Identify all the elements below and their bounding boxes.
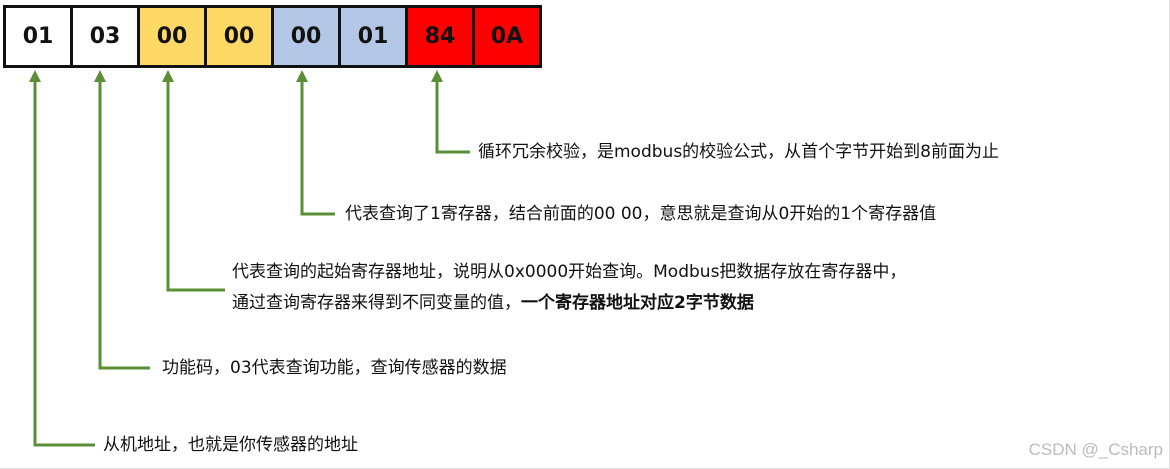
annotation-crc: 循环冗余校验，是modbus的校验公式，从首个字节开始到8前面为止 [478, 142, 999, 162]
annotation-function-code: 功能码，03代表查询功能，查询传感器的数据 [162, 358, 507, 378]
arrow-head-icon [296, 70, 308, 82]
arrow-head-icon [431, 70, 443, 82]
arrow-line-register-count [300, 80, 335, 216]
arrow-head-icon [29, 70, 41, 82]
arrow-line-slave-address [33, 80, 95, 447]
annotation-start-address-line2: 通过查询寄存器来得到不同变量的值，一个寄存器地址对应2字节数据 [232, 288, 906, 319]
arrow-head-icon [94, 70, 106, 82]
annotation-slave-address: 从机地址，也就是你传感器的地址 [103, 435, 358, 455]
byte-cell-crc-hi: 0A [475, 8, 539, 65]
byte-cell-crc-lo: 84 [408, 8, 472, 65]
annotation-start-address: 代表查询的起始寄存器地址，说明从0x0000开始查询。Modbus把数据存放在寄… [232, 257, 906, 319]
byte-frame: 01 03 00 00 00 01 84 0A [3, 5, 542, 68]
arrow-line-start-address [166, 80, 225, 292]
annotation-start-address-bold: 一个寄存器地址对应2字节数据 [521, 293, 754, 313]
annotation-start-address-line2-text: 通过查询寄存器来得到不同变量的值， [232, 293, 521, 313]
byte-cell-start-address-hi: 00 [140, 8, 204, 65]
watermark: CSDN @_Csharp [1028, 440, 1163, 459]
arrow-head-icon [162, 70, 174, 82]
byte-cell-slave-address: 01 [6, 8, 70, 65]
annotation-start-address-line1: 代表查询的起始寄存器地址，说明从0x0000开始查询。Modbus把数据存放在寄… [232, 262, 907, 282]
annotation-register-count: 代表查询了1寄存器，结合前面的00 00，意思就是查询从0开始的1个寄存器值 [345, 204, 937, 224]
arrow-line-function-code [98, 80, 150, 370]
byte-cell-count-lo: 01 [341, 8, 405, 65]
byte-cell-function-code: 03 [73, 8, 137, 65]
byte-cell-start-address-lo: 00 [207, 8, 271, 65]
arrow-line-crc [435, 80, 470, 154]
byte-cell-count-hi: 00 [274, 8, 338, 65]
